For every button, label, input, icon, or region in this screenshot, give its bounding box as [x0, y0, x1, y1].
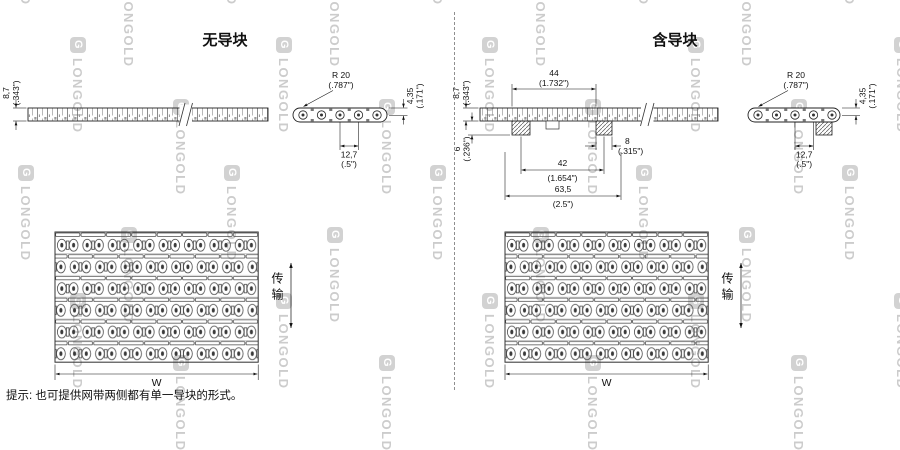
- dim-belt-height-mm: 8,7: [1, 87, 11, 99]
- guide-block-right: [595, 120, 613, 136]
- dim-radius-mm: R 20: [787, 70, 805, 80]
- dim-pitch-in: (.5"): [341, 159, 357, 169]
- dim-pitch: [339, 122, 359, 150]
- dim-radius: R 20 (.787"): [758, 70, 809, 107]
- dim-guide-width: [585, 136, 621, 150]
- break-line: [647, 102, 655, 127]
- end-view: [747, 107, 841, 136]
- dim-width-label: W: [152, 377, 162, 389]
- break-line: [640, 102, 647, 127]
- top-view-mesh: [54, 231, 259, 363]
- side-view: [27, 102, 269, 127]
- dim-radius-in: (.787"): [783, 80, 808, 90]
- dim-guide-width-mm: 8: [625, 136, 630, 146]
- dim-top-span-mm: 44: [549, 68, 559, 78]
- panel-title-right: 含导块: [652, 32, 698, 49]
- panel-title-left: 无导块: [202, 32, 248, 49]
- side-view: [479, 102, 719, 136]
- dim-top-span-in: (1.732"): [539, 78, 569, 88]
- dim-pin-height-in: (.171"): [867, 83, 877, 108]
- break-line: [186, 102, 193, 127]
- drawing-with-guide: 44 (1.732") 8,7 (.343") 6 (.236"): [451, 68, 877, 389]
- top-view-mesh: [504, 231, 709, 363]
- dim-belt-height: [13, 99, 27, 130]
- dim-pin-height-in: (.171"): [415, 83, 425, 108]
- retention-tab: [545, 120, 560, 130]
- dim-guide-span: [520, 136, 605, 174]
- dim-width: [504, 364, 709, 380]
- dim-radius-mm: R 20: [332, 70, 350, 80]
- dim-pin-height-mm: 4,35: [405, 87, 415, 104]
- end-view: [292, 107, 388, 123]
- dim-belt-height-mm: 8,7: [451, 87, 461, 99]
- dim-guide-span-mm: 42: [558, 158, 568, 168]
- guide-block-end-view: [815, 121, 833, 136]
- dim-pitch: [794, 122, 814, 150]
- dim-guide-span-in: (1.654"): [548, 173, 578, 183]
- belt-strip: [479, 107, 719, 122]
- dim-belt-height-in: (.343"): [11, 80, 21, 105]
- dim-guide-width-in: (.315"): [618, 146, 643, 156]
- footer-note: 提示: 也可提供网带两侧都有单一导块的形式。: [6, 390, 243, 402]
- belt-strip: [27, 107, 269, 122]
- dim-outer-span: [504, 152, 622, 200]
- dim-belt-height-in: (.343"): [461, 80, 471, 105]
- dim-guide-height: [468, 112, 510, 144]
- dim-pitch-in: (.5"): [796, 159, 812, 169]
- flow-direction-label: 传输: [720, 272, 734, 304]
- dim-pitch-mm: 12,7: [341, 150, 358, 160]
- dim-pitch-mm: 12,7: [796, 150, 813, 160]
- dim-outer-span-mm: 63,5: [555, 184, 572, 194]
- drawing-no-guide: 8,7 (.343"): [1, 70, 425, 389]
- dim-radius: R 20 (.787"): [303, 70, 354, 107]
- dim-pin-height: [842, 99, 860, 125]
- dim-outer-span-in: (2.5"): [553, 199, 574, 209]
- panel-with-guide: 含导块: [450, 0, 900, 450]
- panel-without-guide: 无导块: [1, 32, 425, 389]
- flow-direction-label: 传输: [270, 272, 284, 304]
- dim-pin-height-mm: 4,35: [858, 87, 868, 104]
- dim-width-label: W: [602, 377, 612, 389]
- dim-guide-height-mm: 6: [452, 146, 462, 151]
- dim-width: [54, 364, 259, 380]
- guide-block-left: [511, 120, 531, 136]
- center-divider: [454, 12, 455, 390]
- dim-belt-height: [463, 99, 479, 130]
- dim-guide-height-in: (.236"): [462, 136, 472, 161]
- dim-radius-in: (.787"): [328, 80, 353, 90]
